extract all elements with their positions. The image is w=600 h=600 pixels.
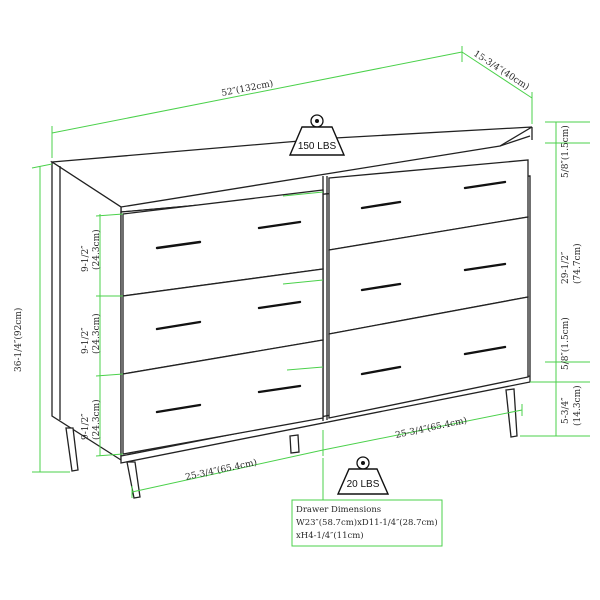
leg-height-label: 5-3/4″ <box>561 397 571 424</box>
total-height-label: 36-1/4″(92cm) <box>13 308 24 372</box>
leg <box>505 388 518 438</box>
drawer-height-cm-label: (24.3cm) <box>91 229 102 270</box>
note-line-1: W23″(58.7cm)xD11-1/4″(28.7cm) <box>296 517 438 528</box>
leg <box>65 427 79 472</box>
drawer-capacity-label: 20 LBS <box>347 479 380 490</box>
drawer-front <box>328 296 529 419</box>
drawer-width-left-label: 25-3/4″(65.4cm) <box>184 457 258 483</box>
drawer-handle <box>360 282 402 292</box>
weight-icon: 20 LBS <box>336 456 390 495</box>
weight-icon: 150 LBS <box>288 114 346 156</box>
drawer-handle <box>257 220 302 230</box>
top-thickness-label: 5/8″(1.5cm) <box>560 125 571 178</box>
drawer-height-cm-label: (24.3cm) <box>91 313 102 354</box>
drawer-handle <box>360 200 402 210</box>
drawer-handle <box>360 365 402 376</box>
drawer-handle <box>257 384 302 394</box>
bottom-thickness-label: 5/8″(1.5cm) <box>560 317 571 370</box>
note-box <box>291 499 443 547</box>
drawer-height-cm-label: (24.3cm) <box>91 399 102 440</box>
leg-height-cm-label: (14.3cm) <box>572 385 583 426</box>
drawer-handle <box>463 345 507 356</box>
top-width-label: 52″(132cm) <box>220 78 274 99</box>
drawer-front <box>122 339 324 455</box>
body-height-cm-label: (74.7cm) <box>572 243 583 284</box>
leg <box>289 434 300 454</box>
drawer-handle <box>463 262 507 272</box>
drawer-handle <box>155 240 202 250</box>
drawer-handle <box>463 180 507 190</box>
dimension-lines <box>31 46 590 500</box>
drawer-dimensions-note: Drawer Dimensions W23″(58.7cm)xD11-1/4″(… <box>291 499 443 547</box>
drawer-handle <box>257 300 302 310</box>
note-line-2: xH4-1/4″(11cm) <box>296 530 364 541</box>
leg <box>126 461 141 499</box>
drawer-handle <box>155 320 202 331</box>
drawer-height-label: 9-1/2″ <box>81 413 91 440</box>
drawer-width-right-label: 25-3/4″(65.4cm) <box>394 415 468 441</box>
drawer-height-label: 9-1/2″ <box>81 327 91 354</box>
top-capacity-label: 150 LBS <box>298 141 337 152</box>
dresser-outline <box>50 126 533 499</box>
body-height-label: 29-1/2″ <box>561 251 571 284</box>
drawer-height-label: 9-1/2″ <box>81 245 91 272</box>
note-title: Drawer Dimensions <box>296 505 381 515</box>
top-depth-label: 15-3/4″(40cm) <box>471 48 531 92</box>
drawer-handle <box>155 403 202 414</box>
